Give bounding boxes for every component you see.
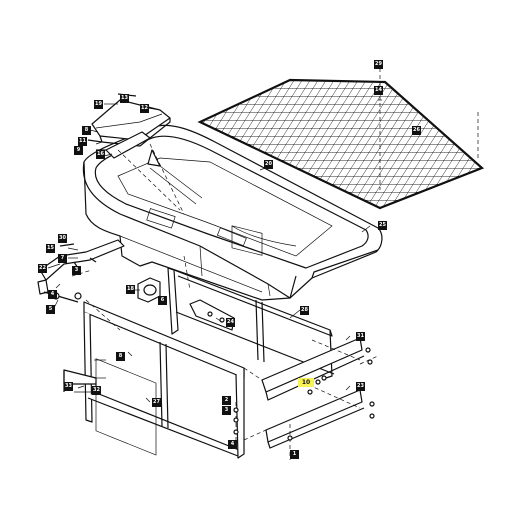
callout-5: 5 [46,305,55,314]
callout-2: 2 [222,396,231,405]
callout-3-stack: 3 [222,406,231,415]
callout-27: 27 [152,398,161,407]
callout-22: 22 [38,264,47,273]
callout-26: 26 [412,126,421,135]
callout-32: 32 [92,386,101,395]
callout-3: 3 [72,266,81,275]
callout-20: 20 [264,160,273,169]
callout-24: 24 [226,318,235,327]
callout-4-stack: 4 [228,440,237,449]
callout-6: 6 [158,296,167,305]
callout-15: 15 [46,244,55,253]
callout-23: 23 [356,382,365,391]
callout-18: 18 [126,285,135,294]
callout-16: 16 [96,150,105,159]
callout-19: 19 [94,100,103,109]
callout-9: 9 [74,146,83,155]
callout-29: 29 [374,60,383,69]
callout-31: 31 [356,332,365,341]
leader-lines [47,103,371,403]
callout-11: 11 [78,137,87,146]
callout-8: 8 [82,126,91,135]
callout-13: 13 [120,94,129,103]
callout-14: 14 [374,86,383,95]
mesh-grate [197,68,485,210]
callout-12: 12 [140,104,149,113]
callout-1: 1 [290,450,299,459]
callout-25: 25 [378,221,387,230]
hardware [85,255,379,460]
callout-7: 7 [58,254,67,263]
lid-flap [87,93,185,215]
callout-33: 33 [64,382,73,391]
callout-30: 30 [58,234,67,243]
front-frame [63,301,365,459]
callout-28: 28 [300,306,309,315]
callout-10-highlighted: 10 [298,378,314,387]
callout-8-panel: 8 [116,352,125,361]
callout-4: 4 [48,290,57,299]
